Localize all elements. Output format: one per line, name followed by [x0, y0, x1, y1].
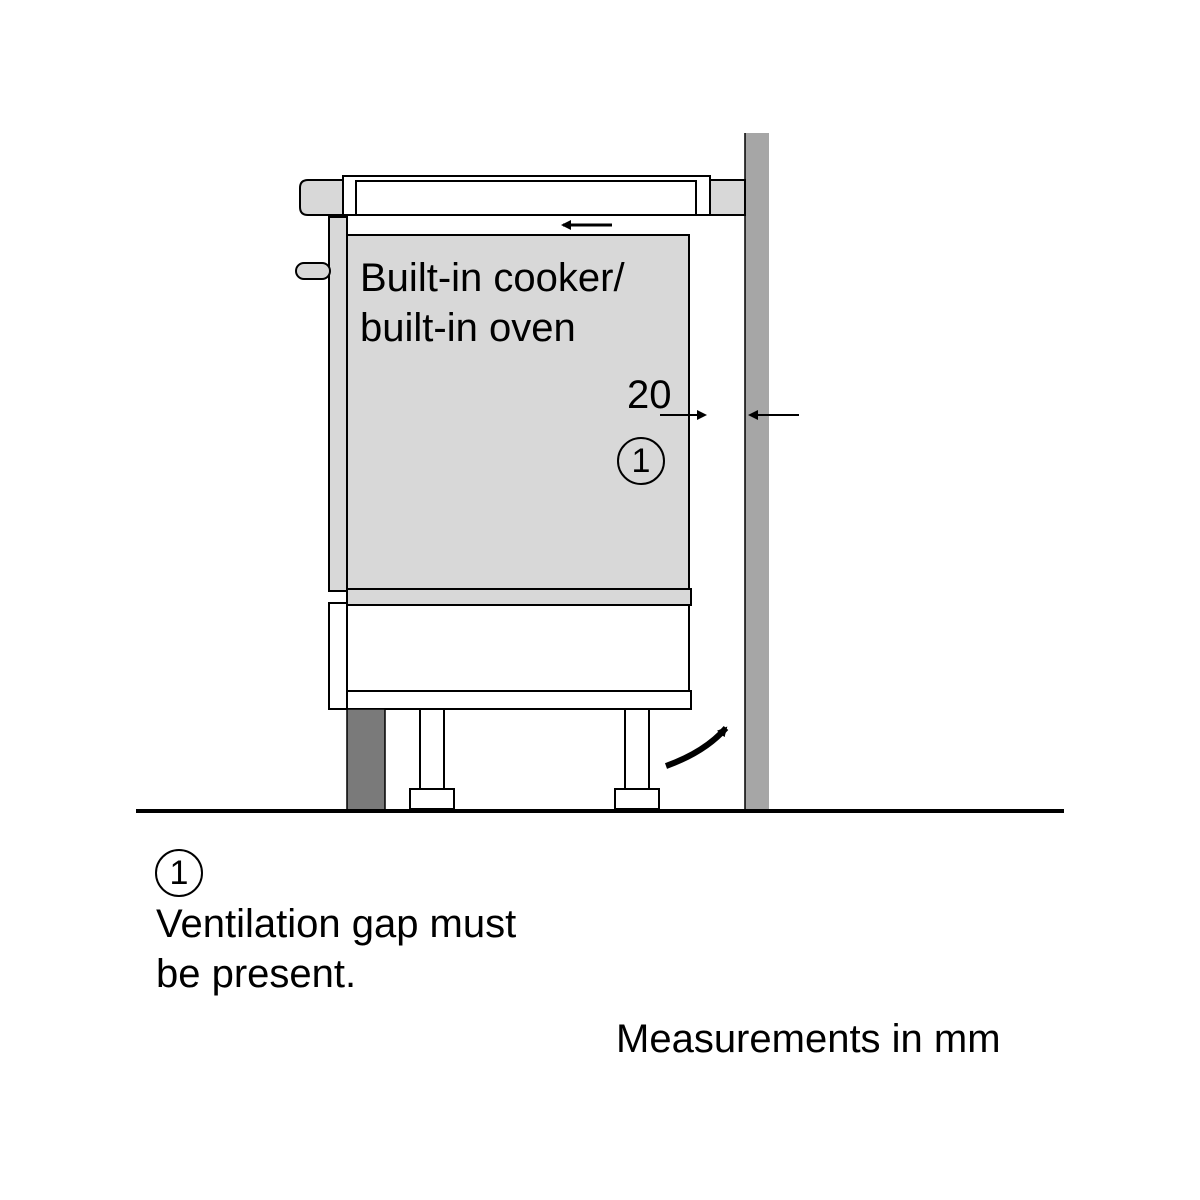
oven-handle [295, 262, 331, 280]
drawer-top-rail [346, 588, 692, 606]
foot-right [614, 708, 660, 810]
legend-marker: 1 [155, 849, 203, 897]
drawer-bottom-rail [346, 690, 692, 710]
gap-dimension-label: 20 [627, 373, 672, 417]
oven-label-line2: built-in oven [360, 306, 576, 350]
legend-line2: be present. [156, 952, 357, 996]
oven-label: Built-in cooker/ built-in oven [360, 253, 625, 353]
units-note: Measurements in mm [616, 1017, 1001, 1061]
drawer-front [328, 602, 348, 710]
airflow-arrow-curved [664, 725, 729, 769]
legend-line1: Ventilation gap must [156, 902, 517, 946]
oven-label-line1: Built-in cooker/ [360, 256, 625, 300]
oven-front-panel [328, 216, 348, 592]
oven-body [346, 234, 690, 591]
side-wall [745, 133, 769, 810]
legend-text: Ventilation gap must be present. [156, 899, 516, 999]
hob-glass [355, 180, 697, 216]
plinth [346, 708, 386, 811]
foot-left [409, 708, 455, 810]
drawer-body [346, 604, 690, 692]
callout-marker: 1 [617, 437, 665, 485]
